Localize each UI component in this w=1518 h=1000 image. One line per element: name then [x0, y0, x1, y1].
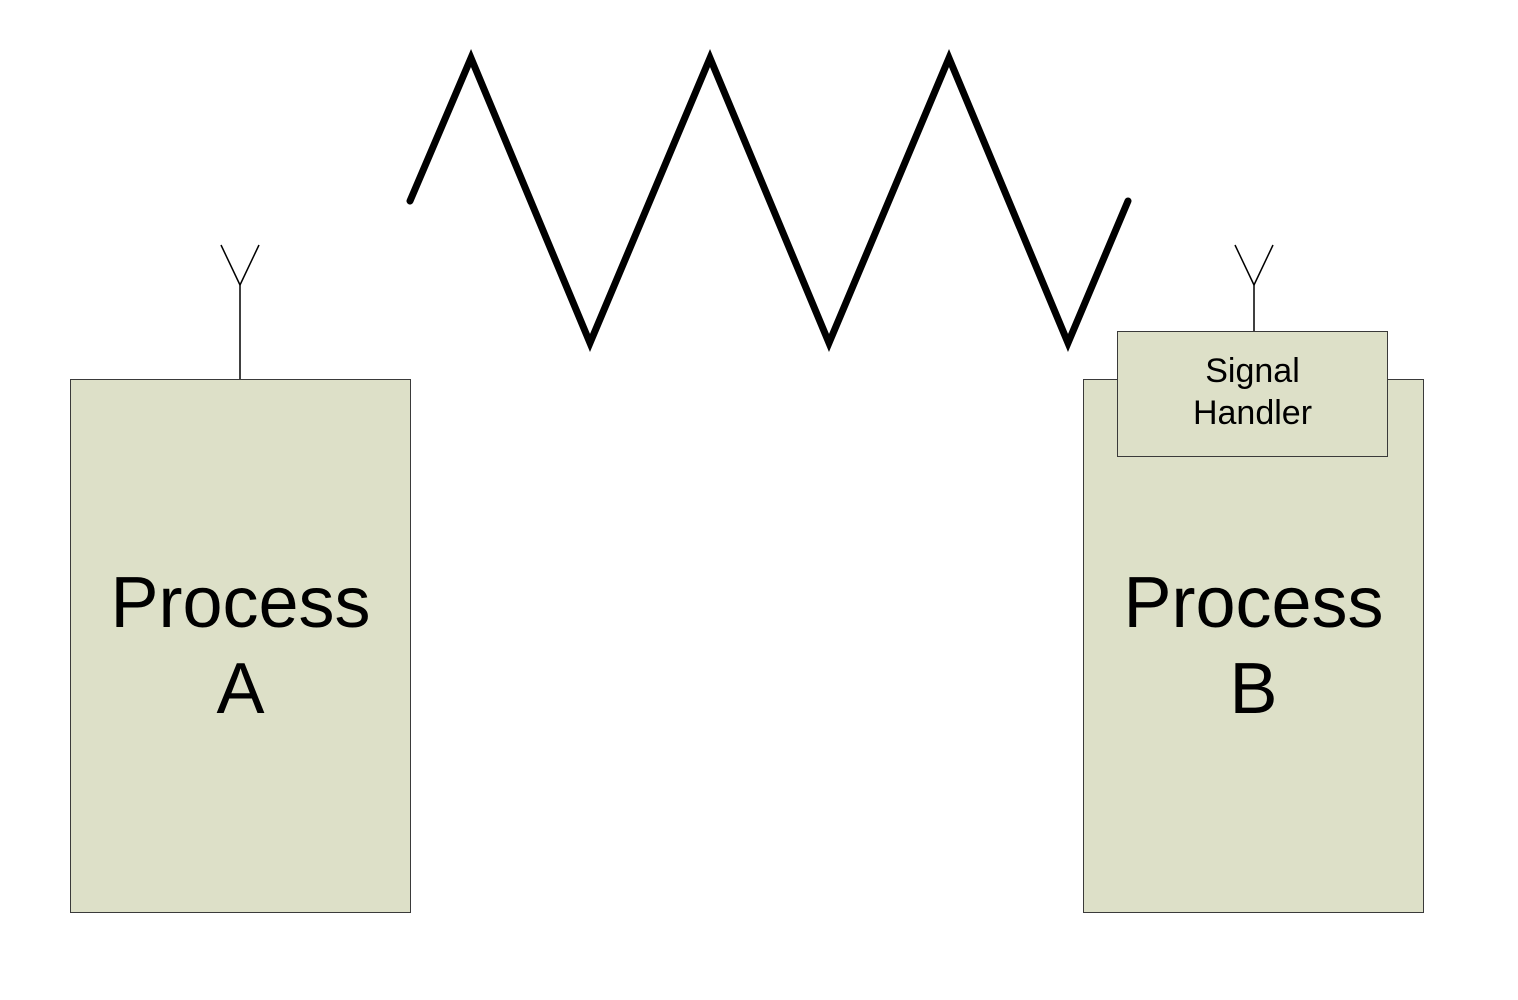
process-a-label-line2: A: [216, 649, 265, 729]
process-b-box: Process B: [1083, 379, 1424, 913]
antenna-b-icon: [1234, 244, 1274, 331]
process-b-label-line2: B: [1229, 649, 1278, 729]
process-b-label-line1: Process: [1123, 563, 1384, 643]
process-a-box: Process A: [70, 379, 411, 913]
signal-wave: [406, 48, 1132, 353]
process-b-label: Process B: [1084, 560, 1423, 732]
antenna-a-icon: [220, 244, 260, 379]
process-a-label-line1: Process: [110, 563, 371, 643]
signal-handler-label-line2: Handler: [1192, 394, 1313, 432]
signal-handler-label-line1: Signal: [1205, 352, 1300, 390]
process-a-label: Process A: [71, 560, 410, 732]
signal-handler-box: Signal Handler: [1117, 331, 1388, 457]
